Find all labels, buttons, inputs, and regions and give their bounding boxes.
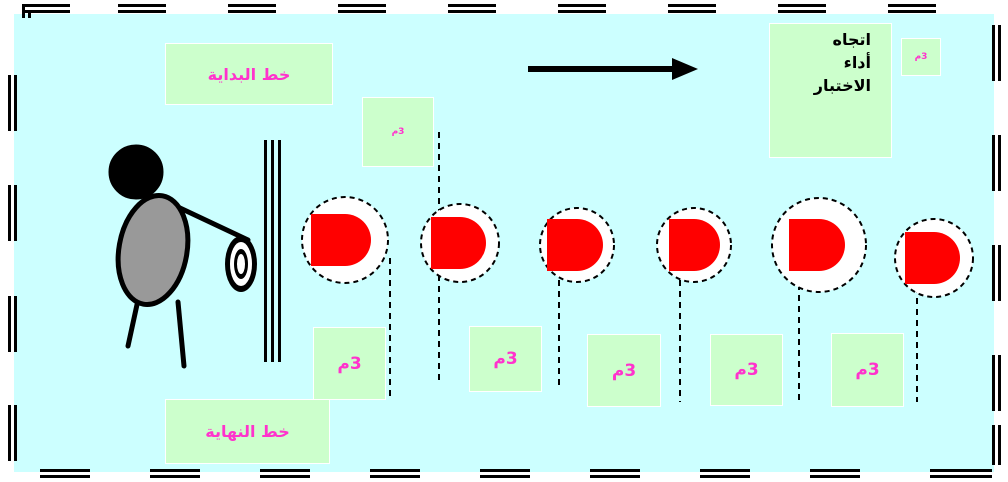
distance-label: 3م <box>587 334 661 407</box>
cone-marker-icon <box>772 198 866 292</box>
finish-line-text: خط النهاية <box>205 422 290 441</box>
distance-label-text: 3م <box>337 354 361 374</box>
cone-marker-icon <box>302 197 388 283</box>
wall-icon <box>264 140 281 362</box>
cone-marker-icon <box>421 204 499 282</box>
test-direction-line1: اتجاه <box>770 28 871 51</box>
test-direction-label: اتجاه أداء الاختبار <box>769 23 892 158</box>
cone-marker-icon <box>657 208 731 282</box>
finish-line-label: خط النهاية <box>165 399 330 464</box>
direction-arrow-icon <box>528 58 698 80</box>
distance-label: 3م <box>831 333 904 407</box>
distance-label: 3م <box>469 326 542 392</box>
frame-left <box>8 75 17 461</box>
test-direction-line3: الاختبار <box>770 74 871 97</box>
start-line-text: خط البداية <box>208 65 291 84</box>
frame-top <box>22 4 936 18</box>
start-line-label: خط البداية <box>165 43 333 105</box>
distance-label: 3م <box>710 334 783 406</box>
distance-label-small: 3م <box>901 38 941 76</box>
distance-label-small-text: 3م <box>915 52 928 62</box>
frame-right <box>992 25 1001 465</box>
distance-label-text: 3م <box>493 349 517 369</box>
distance-label-text: 3م <box>734 360 758 380</box>
distance-label-text: 3م <box>612 361 636 381</box>
ball-icon <box>225 236 257 292</box>
cone-marker-icon <box>540 208 614 282</box>
frame-bottom <box>40 469 992 478</box>
distance-label-small: 3م <box>362 97 434 167</box>
distance-label-text: 3م <box>855 360 879 380</box>
test-direction-line2: أداء <box>770 51 871 74</box>
cone-marker-icon <box>895 219 973 297</box>
distance-label: 3م <box>313 327 386 400</box>
distance-label-small-text: 3م <box>392 127 405 137</box>
